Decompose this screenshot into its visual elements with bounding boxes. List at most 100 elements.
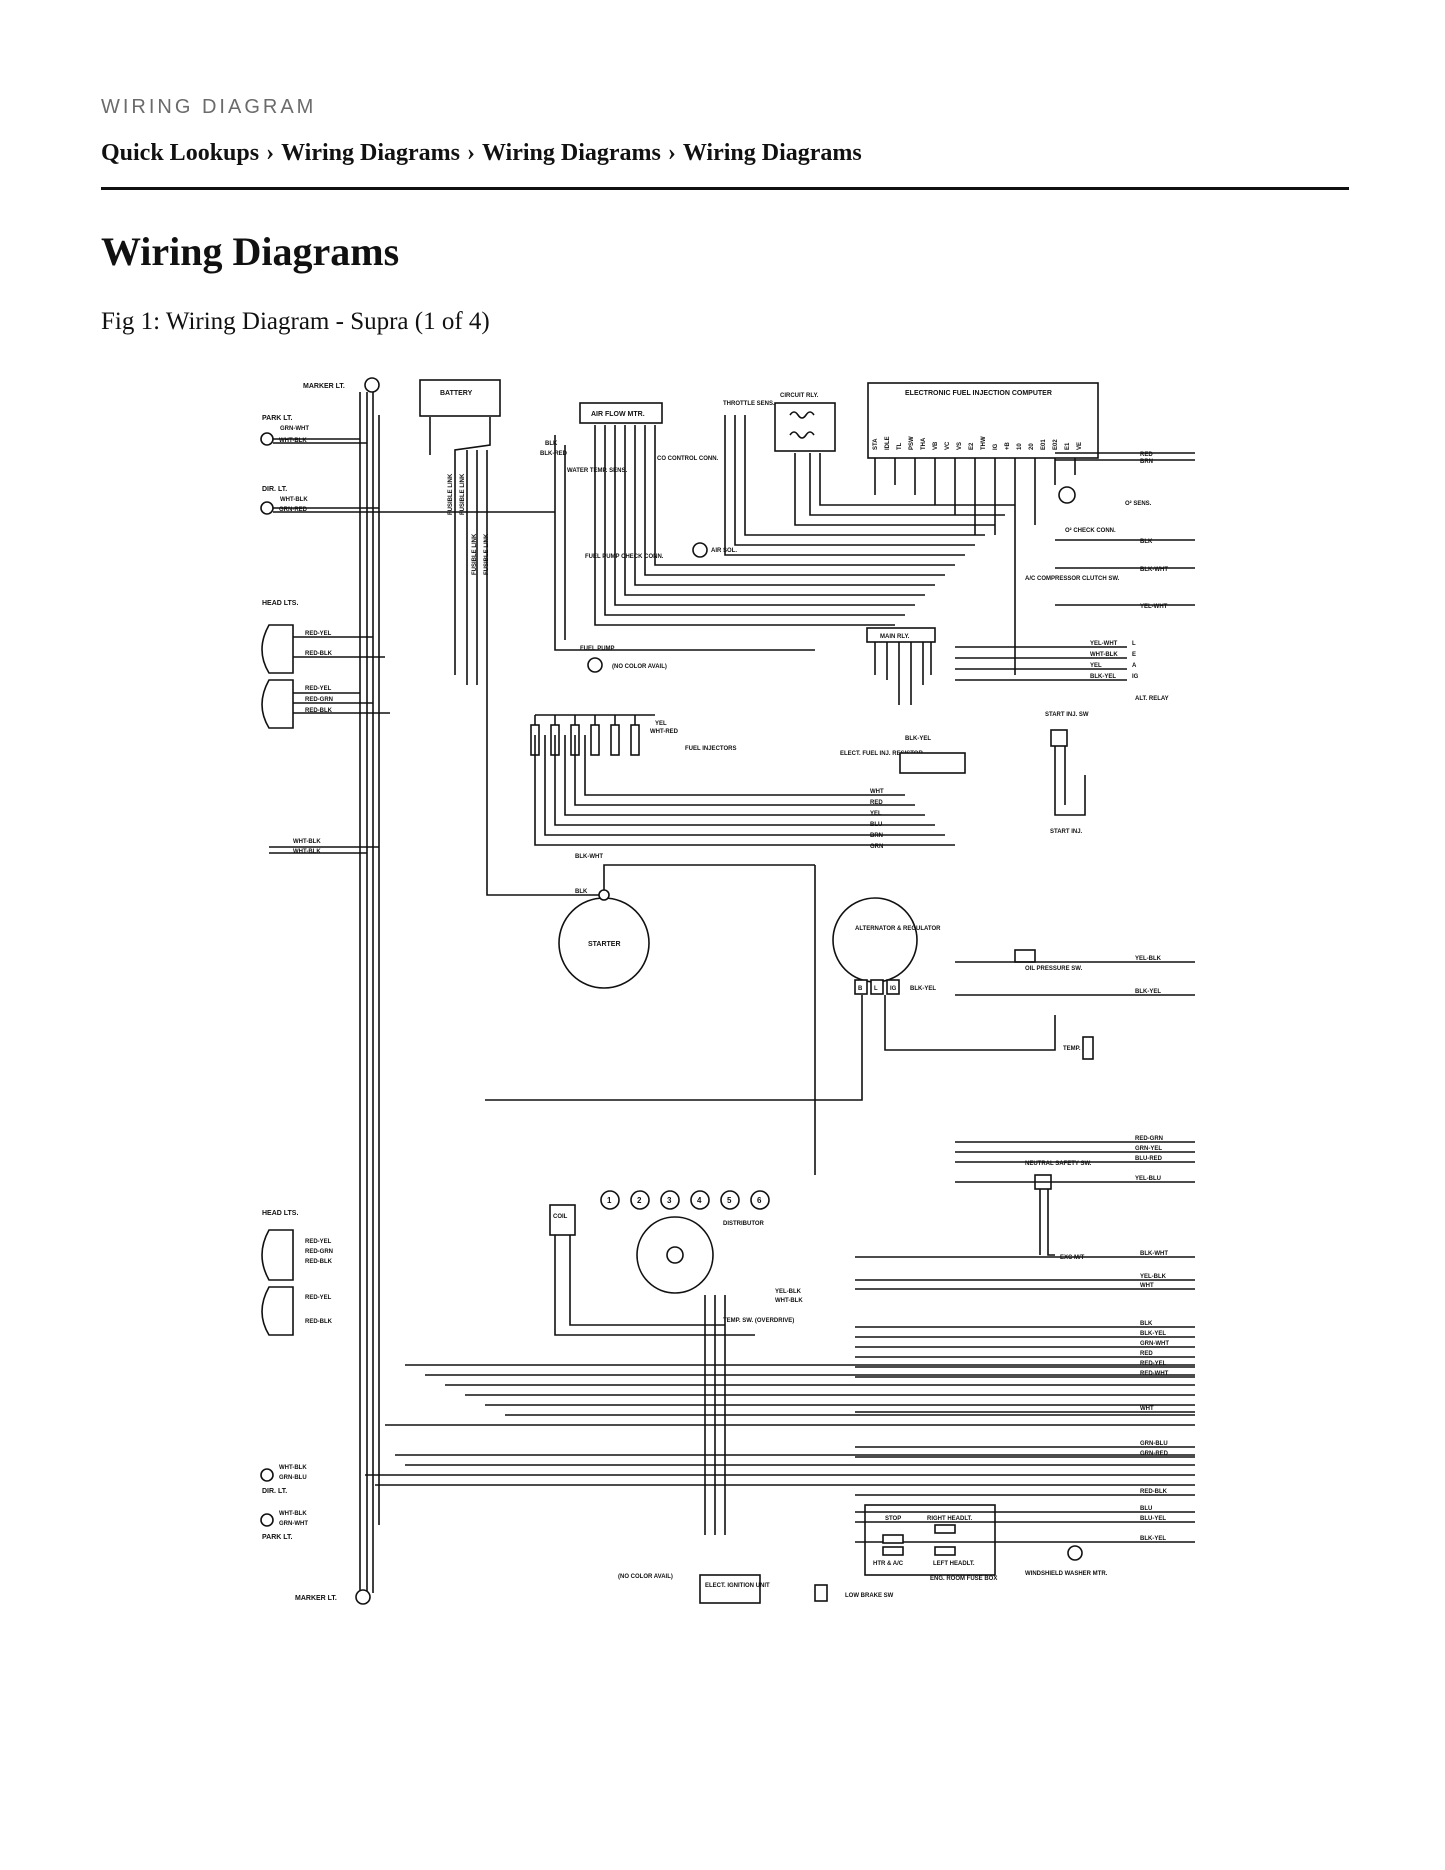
efi-pin-label: 10 xyxy=(1017,443,1023,450)
air-flow-mtr-label: AIR FLOW MTR. xyxy=(591,411,645,418)
temp-sw-label: TEMP. SW. xyxy=(1063,1046,1094,1052)
breadcrumb-separator: › xyxy=(667,140,676,166)
efi-pin-label: VS xyxy=(957,442,963,450)
wire-label: BLK-WHT xyxy=(1140,567,1168,573)
alternator-symbol xyxy=(832,897,918,983)
alternator-terminal-label: IG xyxy=(890,986,897,992)
o2-sens-label: O² SENS. xyxy=(1125,500,1152,507)
start-inj-sw-label: START INJ. SW xyxy=(1045,712,1089,718)
wire-label: RED-BLK xyxy=(305,1319,333,1325)
no-color-avail-bottom-label: (NO COLOR AVAIL) xyxy=(618,1574,673,1580)
wire-label: RED-YEL xyxy=(1140,1361,1167,1367)
wire-label: WHT xyxy=(870,789,884,795)
stop-fuse-label: STOP xyxy=(885,1516,901,1522)
washer-mtr-symbol xyxy=(1067,1545,1083,1561)
breadcrumb-quick-lookups[interactable]: Quick Lookups xyxy=(101,140,260,166)
wire-label: GRN-WHT xyxy=(279,1521,308,1527)
wire-label: BLK-WHT xyxy=(575,854,603,860)
coil-label: COIL xyxy=(553,1214,568,1220)
park-lt-top-bulb xyxy=(260,432,274,446)
wire-label: RED-BLK xyxy=(305,708,333,714)
wire-label: BLK-YEL xyxy=(1090,674,1116,680)
wire-label: GRN-RED xyxy=(279,507,308,513)
distributor-label: DISTRIBUTOR xyxy=(723,1221,765,1227)
efi-pin-label: VB xyxy=(933,441,939,450)
low-brake-sw-label: LOW BRAKE SW xyxy=(845,1593,894,1599)
wire-label: WHT-BLK xyxy=(280,497,308,503)
relay-coils xyxy=(789,411,815,439)
distributor-number-circle xyxy=(750,1190,770,1210)
wire-label: BLK-YEL xyxy=(910,986,936,992)
breadcrumb-wiring-diagrams-2[interactable]: Wiring Diagrams xyxy=(481,140,661,166)
water-temp-sens-label: WATER TEMP. SENS. xyxy=(567,468,627,474)
low-brake-sw-symbol xyxy=(814,1584,828,1602)
wire-label: YEL-WHT xyxy=(1140,604,1168,610)
start-inj-wires xyxy=(1054,746,1086,816)
efi-pin-label: +B xyxy=(1005,441,1011,450)
wire-label: RED-GRN xyxy=(1135,1136,1163,1142)
wire-label: GRN-YEL xyxy=(1135,1146,1162,1152)
main-rly-box xyxy=(866,627,936,643)
main-rly-wires xyxy=(874,642,932,705)
wiring-diagram: MARKER LT. PARK LT. GRN-WHT WHT-BLK DIR.… xyxy=(260,377,1195,1605)
wire-label: WHT-BLK xyxy=(279,1465,307,1471)
start-inj-label: START INJ. xyxy=(1050,829,1083,835)
efi-pin-label: TL xyxy=(897,442,903,450)
fuel-injector xyxy=(590,724,600,756)
headlamp-top-1 xyxy=(261,624,294,674)
efi-pin-label: IDLE xyxy=(885,436,891,450)
wire-label: RED-YEL xyxy=(305,631,332,637)
htr-ac-fuse-label: HTR & A/C xyxy=(873,1561,904,1567)
circuit-rly-box xyxy=(774,402,836,452)
wire-label: BLU-RED xyxy=(1135,1156,1163,1162)
efi-pin-label: PSW xyxy=(909,436,915,450)
fuel-pump-label: FUEL PUMP xyxy=(580,646,615,652)
starter-wires xyxy=(486,685,816,1175)
start-inj-sw-symbol xyxy=(1050,729,1068,747)
wire-label: YEL-BLK xyxy=(1140,1274,1167,1280)
breadcrumb-wiring-diagrams-1[interactable]: Wiring Diagrams xyxy=(281,140,460,166)
wire-label: RED-YEL xyxy=(305,686,332,692)
wire-label: WHT-RED xyxy=(650,729,679,735)
fuel-injectors-label: FUEL INJECTORS xyxy=(685,746,736,752)
headlamp-top-2 xyxy=(261,679,294,729)
alt-relay-pin: IG xyxy=(1132,674,1139,680)
main-rly-label: MAIN RLY. xyxy=(880,634,910,640)
wire-label: RED-BLK xyxy=(305,651,333,657)
left-headlt-fuse-label: LEFT HEADLT. xyxy=(933,1561,975,1567)
marker-lt-top-bulb xyxy=(364,377,380,393)
park-lt-bottom-label: PARK LT. xyxy=(262,1534,293,1541)
dir-lt-bottom-bulb xyxy=(260,1468,274,1482)
eng-room-fuse-box-outline xyxy=(864,1504,996,1576)
starter-terminal xyxy=(598,889,610,901)
efi-pin-label: STA xyxy=(873,438,879,450)
efi-pin-label: 20 xyxy=(1029,443,1035,450)
oil-pressure-sw-label: OIL PRESSURE SW. xyxy=(1025,966,1083,972)
alt-relay-label: ALT. RELAY xyxy=(1135,696,1169,702)
left-trunk-wires xyxy=(359,392,380,1593)
efi-pin-label: THA xyxy=(921,437,927,450)
neutral-safety-sw-label: NEUTRAL SAFETY SW. xyxy=(1025,1161,1092,1167)
alt-relay-pin: L xyxy=(1132,641,1136,647)
wire-label: WHT-BLK xyxy=(279,1511,307,1517)
wire-label: BLK-YEL xyxy=(905,736,931,742)
breadcrumb: Quick Lookups›Wiring Diagrams›Wiring Dia… xyxy=(101,140,862,167)
distributor-number: 1 xyxy=(607,1196,612,1205)
wire-label: BRN xyxy=(1140,459,1153,465)
distributor-number-circle xyxy=(720,1190,740,1210)
figure-caption: Fig 1: Wiring Diagram - Supra (1 of 4) xyxy=(101,308,490,335)
marker-lt-bottom-label: MARKER LT. xyxy=(295,1595,337,1602)
lower-bus-wires xyxy=(365,1235,1195,1535)
breadcrumb-wiring-diagrams-3[interactable]: Wiring Diagrams xyxy=(682,140,862,166)
wire-label: YEL-WHT xyxy=(1090,641,1118,647)
exc-mt-label: EXC M/T xyxy=(1060,1255,1085,1261)
right-headlt-fuse-label: RIGHT HEADLT. xyxy=(927,1516,973,1522)
wire-label: BLK xyxy=(1140,539,1153,545)
dir-lt-bottom-label: DIR. LT. xyxy=(262,1488,287,1495)
fuel-pump-symbol xyxy=(587,657,603,673)
wire-label: BLU xyxy=(1140,1506,1152,1512)
